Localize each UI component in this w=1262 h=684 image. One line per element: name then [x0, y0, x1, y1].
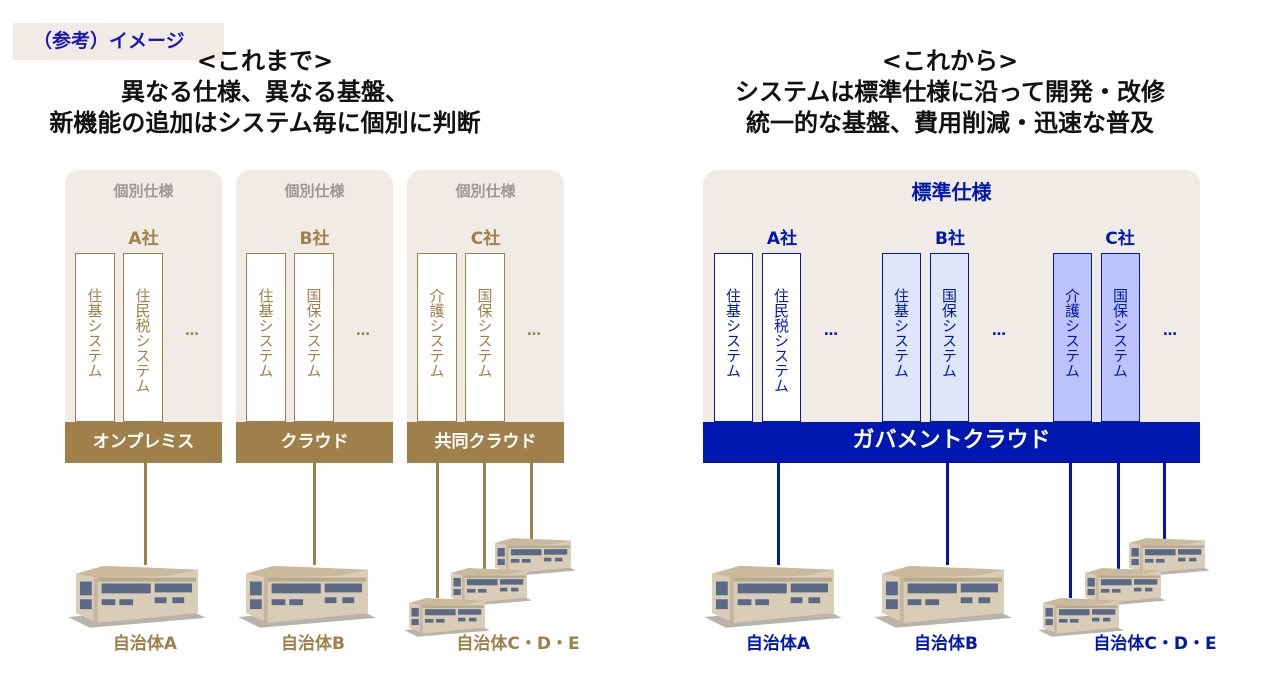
individual-spec-label: 個別仕様	[113, 182, 174, 200]
platform-band: クラウド	[236, 422, 393, 463]
system-label: 介護システム	[427, 288, 446, 378]
more-systems-ellipsis: …	[356, 323, 370, 339]
individual-spec-label: 個別仕様	[284, 182, 345, 200]
system-box: 住民税システム	[123, 253, 163, 422]
municipality-label: 自治体A	[745, 634, 811, 654]
connection-line	[483, 463, 486, 572]
connection-line	[1069, 463, 1072, 598]
after-title: <これから>	[881, 47, 1019, 75]
connection-line	[144, 463, 147, 565]
municipality-building	[68, 565, 206, 628]
system-label: 住基システム	[256, 288, 275, 378]
government-cloud-band: ガバメントクラウド	[703, 422, 1200, 463]
company-label: A社	[128, 229, 159, 249]
system-label: 住民税システム	[133, 288, 152, 393]
system-label: 国保システム	[304, 288, 323, 378]
before-line1: 異なる仕様、異なる基盤、	[121, 78, 409, 106]
system-box: 国保システム	[294, 253, 334, 422]
municipality-building	[238, 565, 376, 628]
system-label: 国保システム	[1111, 288, 1129, 378]
system-box: 国保システム	[1101, 253, 1140, 422]
municipality-building	[704, 565, 842, 628]
municipality-building	[874, 565, 1012, 628]
system-label: 住基システム	[85, 288, 104, 378]
connection-line	[777, 463, 780, 565]
system-box: 国保システム	[930, 253, 969, 422]
system-label: 住民税システム	[772, 288, 790, 393]
after-line2: 統一的な基盤、費用削減・迅速な普及	[746, 109, 1154, 137]
municipality-label: 自治体A	[112, 634, 178, 654]
municipality-label: 自治体C・D・E	[1093, 634, 1217, 654]
connection-line	[946, 463, 949, 565]
standard-spec-label: 標準仕様	[911, 180, 992, 204]
system-label: 住基システム	[892, 288, 910, 378]
connection-line	[436, 463, 439, 598]
system-label: 国保システム	[475, 288, 494, 378]
more-systems-ellipsis: …	[824, 323, 838, 339]
after-heading: <これから> システムは標準仕様に沿って開発・改修 統一的な基盤、費用削減・迅速…	[680, 46, 1220, 139]
company-label: B社	[299, 229, 330, 249]
platform-band: オンプレミス	[65, 422, 222, 463]
connection-line	[1117, 463, 1120, 572]
connection-line	[1163, 463, 1166, 544]
more-systems-ellipsis: …	[992, 323, 1006, 339]
system-box: 住基システム	[75, 253, 115, 422]
municipality-building	[404, 598, 490, 637]
municipality-label: 自治体B	[281, 634, 345, 654]
individual-spec-label: 個別仕様	[455, 182, 516, 200]
more-systems-ellipsis: …	[1163, 323, 1177, 339]
platform-band: 共同クラウド	[407, 422, 564, 463]
system-box: 介護システム	[417, 253, 457, 422]
before-line2: 新機能の追加はシステム毎に個別に判断	[49, 109, 481, 137]
system-label: 住基システム	[724, 288, 742, 378]
system-label: 介護システム	[1063, 288, 1081, 378]
municipality-building	[1038, 598, 1124, 637]
before-heading: <これまで> 異なる仕様、異なる基盤、 新機能の追加はシステム毎に個別に判断	[20, 46, 510, 139]
system-box: 住民税システム	[762, 253, 801, 422]
municipality-label: 自治体C・D・E	[456, 634, 580, 654]
municipality-building	[490, 538, 576, 577]
before-title: <これまで>	[196, 47, 334, 75]
municipality-building	[1080, 568, 1166, 607]
company-label: C社	[1105, 229, 1135, 249]
more-systems-ellipsis: …	[527, 323, 541, 339]
system-box: 介護システム	[1053, 253, 1092, 422]
system-box: 住基システム	[714, 253, 753, 422]
company-label: B社	[935, 229, 965, 249]
system-label: 国保システム	[940, 288, 958, 378]
company-label: A社	[766, 229, 798, 249]
reference-image-tag: （参考）イメージ	[13, 23, 224, 60]
system-box: 住基システム	[246, 253, 286, 422]
after-line1: システムは標準仕様に沿って開発・改修	[734, 78, 1166, 106]
system-box: 国保システム	[465, 253, 505, 422]
company-label: C社	[470, 229, 501, 249]
connection-line	[313, 463, 316, 565]
system-box: 住基システム	[882, 253, 921, 422]
more-systems-ellipsis: …	[185, 323, 199, 339]
municipality-label: 自治体B	[914, 634, 978, 654]
connection-line	[530, 463, 533, 544]
